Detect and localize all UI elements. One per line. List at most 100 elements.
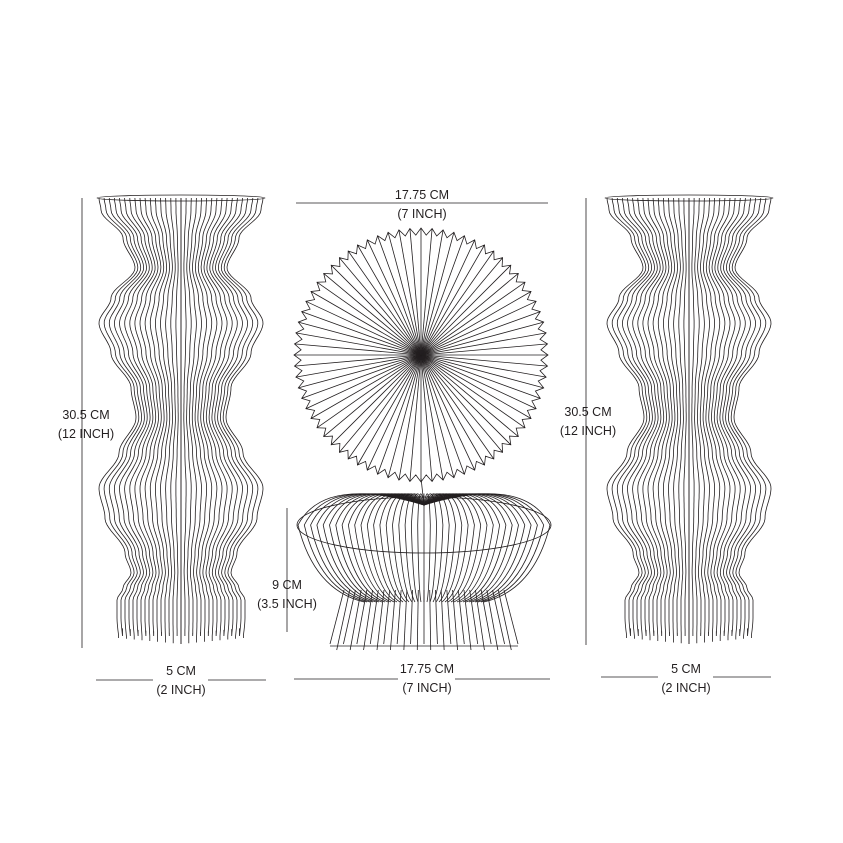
center-bottom-width-label: 17.75 CM xyxy=(400,662,454,676)
center-disc-ray xyxy=(347,250,422,356)
center-disc-ray xyxy=(420,354,547,378)
right-vase-pleat-line xyxy=(705,197,721,642)
center-foot-pleat xyxy=(343,589,356,645)
left-vase-pleat-line xyxy=(197,197,213,642)
center-disc-ray xyxy=(420,232,455,356)
center-disc-ray xyxy=(305,300,422,356)
center-foot-pleat xyxy=(429,589,432,651)
center-lantern-pleat xyxy=(423,493,469,603)
center-lantern-pleat xyxy=(423,493,475,603)
right-vase-pleat-line xyxy=(642,197,665,637)
center-lantern-rim xyxy=(296,496,552,554)
center-disc-ray xyxy=(310,291,422,356)
center-disc-ray xyxy=(420,354,444,481)
right-vase-pleat-line xyxy=(637,197,662,641)
center-disc-ray xyxy=(420,343,548,356)
center-disc-ray xyxy=(420,300,537,356)
right-vase-pleat-line xyxy=(606,197,645,638)
right-vase-pleat-line xyxy=(725,197,757,637)
center-disc-ray xyxy=(305,354,422,410)
center-disc-ray xyxy=(310,354,422,419)
center-foot-pleat xyxy=(396,589,402,645)
center-disc-ray xyxy=(298,354,422,389)
center-lantern-pleat xyxy=(417,493,425,603)
right-vase-pleat-line xyxy=(673,197,682,637)
right-vase-pleat-line xyxy=(708,197,726,637)
center-disc-ray xyxy=(357,244,422,356)
center-foot-pleat xyxy=(416,589,419,651)
center-disc-ray xyxy=(330,354,422,446)
center-foot-pleat xyxy=(492,589,505,645)
center-disc-ray xyxy=(316,281,422,356)
center-foot-pleat xyxy=(435,589,438,645)
left-vase-width-label: 5 CM xyxy=(166,664,196,678)
center-disc-ray xyxy=(420,311,541,356)
center-disc-ray xyxy=(420,257,503,356)
left-vase-pleat-line xyxy=(200,197,218,637)
center-disc-ray xyxy=(420,354,433,482)
left-vase-pleat-line xyxy=(108,197,143,639)
right-vase-pleat-line xyxy=(627,197,656,640)
right-wavy-vase-illustration xyxy=(604,194,774,644)
center-lantern-pleat xyxy=(423,493,463,603)
center-disc-ray xyxy=(420,354,476,471)
center-disc-ray xyxy=(420,354,519,437)
center-disc-ray xyxy=(420,354,503,453)
left-vase-pleat-line xyxy=(160,197,171,643)
center-disc-ray xyxy=(347,354,422,460)
center-lantern-pleat xyxy=(423,493,482,603)
left-vase-pleat-line xyxy=(149,197,165,642)
left-vase-pleat-line xyxy=(139,197,159,641)
center-disc-ray xyxy=(420,291,532,356)
left-vase-pleat-line xyxy=(211,197,238,637)
center-disc-ray xyxy=(339,354,422,453)
center-disc-ray xyxy=(398,229,422,356)
left-vase-pleat-line xyxy=(194,197,207,637)
center-disc-ray xyxy=(420,239,476,356)
center-disc-ray xyxy=(298,321,422,356)
center-disc-ray xyxy=(301,311,422,356)
right-vase-pleat-line xyxy=(668,197,679,643)
center-disc-ray xyxy=(387,354,422,478)
center-disc-ray xyxy=(339,257,422,356)
right-vase-pleat-line xyxy=(678,198,684,644)
left-vase-pleat-line xyxy=(124,197,151,637)
right-vase-pleat-line xyxy=(632,197,659,637)
right-vase-pleat-line xyxy=(733,197,772,638)
left-vase-pleat-line xyxy=(134,197,157,637)
center-lantern-pleat xyxy=(423,493,431,603)
left-vase-height-label-imperial: (12 INCH) xyxy=(58,427,114,441)
center-disc-ray xyxy=(323,354,422,437)
center-lantern-pleat xyxy=(423,493,450,603)
center-disc-ray xyxy=(420,354,544,389)
right-vase-pleat-line xyxy=(719,197,746,637)
center-foot-pleat xyxy=(403,589,408,651)
center-disc-ray xyxy=(420,244,485,356)
right-vase-pleat-line xyxy=(691,198,695,636)
right-vase-pleat-line xyxy=(727,197,762,639)
center-disc-ray xyxy=(420,354,548,367)
center-disc-stem xyxy=(420,477,425,506)
center-foot-pleat xyxy=(390,589,396,651)
right-vase-pleat-line xyxy=(616,197,651,639)
center-lantern-pleat xyxy=(410,493,425,603)
center-foot-pleat xyxy=(376,589,385,651)
center-foot-pleat xyxy=(497,589,512,651)
center-disc-ray xyxy=(294,354,422,367)
center-disc-ray xyxy=(420,354,485,466)
left-vase-pleat-line xyxy=(225,197,264,638)
center-disc-ray xyxy=(420,264,512,356)
center-disc-ray xyxy=(420,228,433,356)
left-vase-pleat-line xyxy=(144,197,162,637)
center-disc-ray xyxy=(366,239,422,356)
center-foot-pleat xyxy=(452,589,458,651)
center-foot-pleat xyxy=(369,589,379,645)
left-vase-pleat-line xyxy=(129,197,154,641)
center-foot-pleat xyxy=(440,589,445,651)
left-vase-pleat-line xyxy=(119,197,148,640)
center-foot-pleat xyxy=(486,589,499,651)
center-disc-ray xyxy=(295,332,422,356)
center-lantern-pleat xyxy=(423,493,438,603)
left-vase-pleat-line xyxy=(170,198,176,644)
